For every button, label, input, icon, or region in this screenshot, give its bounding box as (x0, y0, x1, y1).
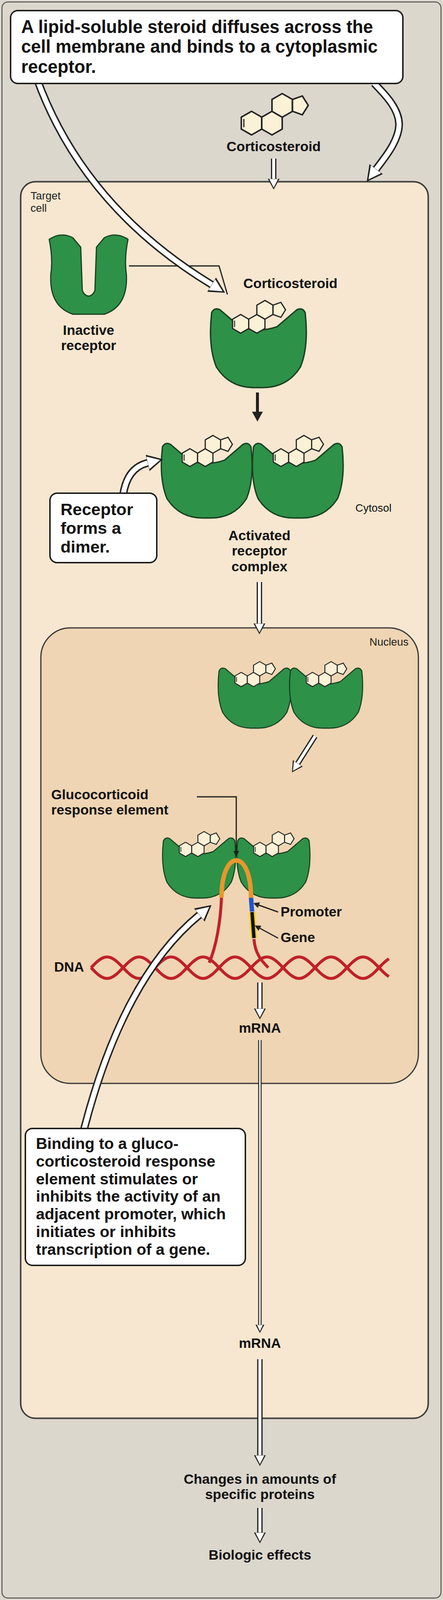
cell-membrane (20, 181, 429, 1418)
inactive-receptor (49, 234, 128, 315)
dimer-receptor (289, 661, 363, 728)
label: mRNA (225, 1019, 295, 1036)
flow-arrow (297, 735, 316, 763)
callout-box: Receptor forms a dimer. (49, 492, 158, 564)
connector-arrow (374, 83, 400, 169)
bound-receptor (210, 300, 307, 388)
callout-arrow (123, 462, 148, 496)
node-text: Receptor forms a dimer. (60, 499, 147, 556)
label: Corticosteroid (231, 275, 350, 291)
flow-arrow (259, 581, 260, 624)
leader-arrow (259, 927, 279, 938)
dna-strand (91, 956, 389, 979)
dimer-receptor (252, 435, 344, 518)
label: Glucocorticoid response element (51, 786, 194, 818)
flow-arrow (273, 158, 275, 179)
label: Biologic effects (186, 1546, 334, 1562)
label: Gene (280, 929, 340, 945)
response-element (221, 859, 252, 898)
dimer-receptor (161, 435, 253, 518)
label: Promoter (280, 903, 365, 919)
flow-arrow (259, 981, 261, 1009)
gene-segment (252, 911, 254, 938)
node-text: Target cell (30, 189, 70, 215)
corticosteroid-molecule (241, 93, 309, 135)
label: mRNA (225, 1334, 295, 1351)
dna-bound-receptor (162, 831, 236, 898)
dna-strand (253, 938, 269, 968)
nucleus-region: Nucleus (40, 627, 419, 1083)
callout-box: Binding to a gluco-corticosteroid respon… (24, 1127, 247, 1266)
flow-arrow (255, 392, 259, 412)
connector-outline (374, 83, 400, 169)
dna-strand (91, 956, 389, 979)
gene-segment (252, 911, 254, 938)
leader-line (128, 265, 228, 295)
callout-box: A lipid-soluble steroid diffuses across … (9, 9, 404, 85)
node-text: A lipid-soluble steroid diffuses across … (21, 17, 393, 77)
dna-helix (91, 956, 389, 979)
label: DNA (54, 958, 94, 975)
flow-arrow (259, 1039, 261, 1325)
label: Corticosteroid (204, 138, 343, 155)
connector-fill (374, 83, 400, 169)
label: Activated receptor complex (210, 527, 309, 574)
flow-arrow (259, 1358, 261, 1455)
dimer-receptor (218, 661, 292, 728)
dna-strand (209, 897, 222, 963)
flow-arrow (259, 1507, 261, 1532)
promoter-segment (251, 897, 253, 912)
label: Cytosol (355, 502, 415, 515)
node-text: Binding to a gluco-corticosteroid respon… (35, 1134, 235, 1259)
label: Changes in amounts of specific proteins (171, 1470, 349, 1502)
leader-arrow (258, 904, 279, 912)
callout-arrow (83, 914, 200, 1131)
leader-arrow (196, 796, 237, 851)
callout-arrow (36, 78, 212, 285)
dna-bound-receptor (236, 831, 311, 898)
nuclear-envelope (40, 627, 419, 1083)
node-text: Nucleus (50, 635, 409, 648)
label: Inactive receptor (46, 322, 131, 354)
